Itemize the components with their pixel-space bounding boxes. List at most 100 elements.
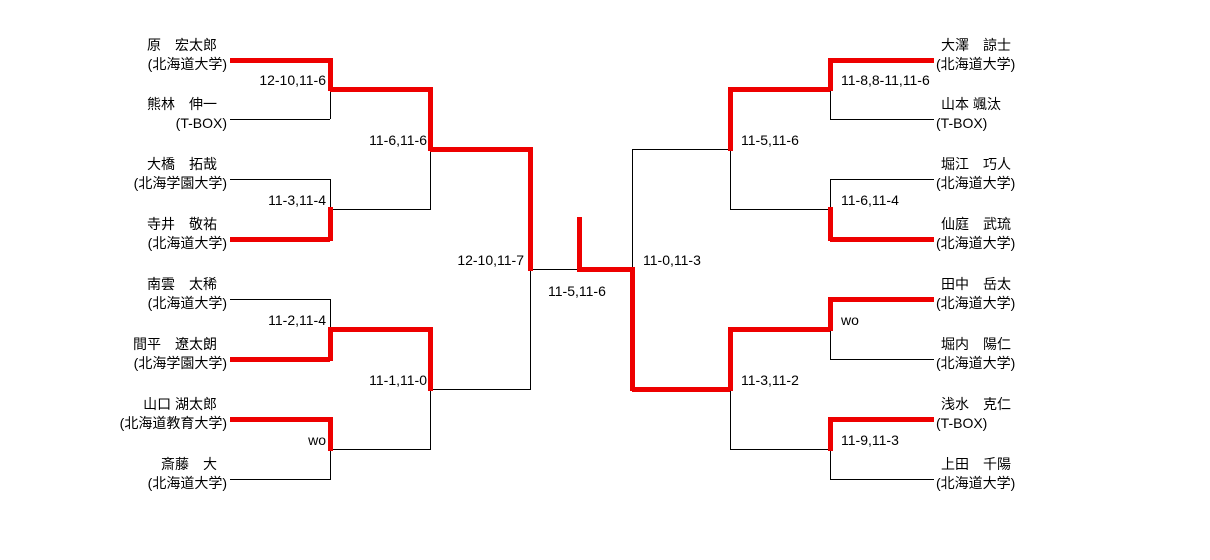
winner-path-line — [330, 327, 430, 332]
bracket-line — [730, 449, 830, 450]
winner-path-line — [328, 58, 333, 91]
player-affiliation: (T-BOX) — [936, 115, 988, 131]
player-entry: 山口 湖太郎 (北海道教育大学) — [40, 395, 227, 433]
bracket-line — [830, 119, 934, 120]
winner-path-line — [577, 217, 582, 271]
bracket-line — [530, 269, 579, 270]
player-entry: 上田 千陽(北海道大学) — [936, 455, 1156, 493]
match-score: 11-5,11-6 — [741, 132, 799, 148]
match-score: 11-1,11-0 — [369, 372, 427, 388]
winner-path-line — [328, 417, 333, 451]
winner-path-line — [428, 87, 433, 151]
player-affiliation: (北海道教育大学) — [119, 415, 227, 431]
bracket-line — [830, 179, 934, 180]
player-entry: 大澤 諒士 (北海道大学) — [936, 36, 1156, 74]
player-affiliation: (T-BOX) — [175, 115, 227, 131]
player-entry: 堀江 巧人 (北海道大学) — [936, 155, 1156, 193]
player-affiliation: (北海道大学) — [147, 56, 227, 72]
winner-path-line — [728, 327, 733, 391]
player-entry: 間平 遼太朗 (北海学園大学) — [40, 335, 227, 373]
match-score: 11-3,11-4 — [268, 192, 326, 208]
match-score: 12-10,11-7 — [457, 252, 524, 268]
winner-path-line — [230, 237, 330, 242]
player-entry: 堀内 陽仁 (北海道大学) — [936, 335, 1156, 373]
winner-path-line — [230, 417, 330, 422]
player-name: 熊林 伸一 — [147, 96, 217, 112]
player-entry: 原 宏太郎 (北海道大学) — [40, 36, 227, 74]
player-entry: 仙庭 武琉(北海道大学) — [936, 215, 1156, 253]
match-score: 12-10,11-6 — [259, 72, 326, 88]
player-name: 堀江 巧人 — [941, 156, 1011, 172]
player-entry: 寺井 敬祐 (北海道大学) — [40, 215, 227, 253]
match-score: 11-6,11-4 — [841, 192, 899, 208]
winner-path-line — [828, 297, 833, 331]
winner-path-line — [428, 327, 433, 391]
player-name: 南雲 太稀 — [147, 276, 217, 292]
match-score: 11-3,11-2 — [741, 372, 799, 388]
winner-path-line — [828, 207, 833, 241]
player-name: 山本 颯汰 — [941, 96, 1001, 112]
player-affiliation: (北海道大学) — [147, 475, 227, 491]
winner-path-line — [830, 58, 934, 63]
winner-path-line — [830, 237, 934, 242]
bracket-line — [830, 479, 934, 480]
winner-path-line — [328, 207, 333, 241]
player-name: 原 宏太郎 — [147, 37, 217, 53]
winner-path-line — [728, 87, 733, 151]
player-affiliation: (北海学園大学) — [133, 355, 227, 371]
match-score: 11-0,11-3 — [643, 252, 701, 268]
bracket-line — [230, 179, 330, 180]
match-score: 11-8,8-11,11-6 — [841, 72, 930, 88]
bracket-line — [430, 389, 530, 390]
player-affiliation: (北海道大学) — [936, 175, 1016, 191]
player-name: 浅水 克仁 — [941, 396, 1011, 412]
winner-path-line — [730, 327, 830, 332]
player-affiliation: (北海道大学) — [936, 355, 1016, 371]
bracket-line — [632, 149, 730, 150]
bracket-line — [230, 119, 330, 120]
player-name: 仙庭 武琉 — [941, 216, 1011, 232]
winner-path-line — [330, 87, 430, 92]
bracket-line — [330, 449, 430, 450]
player-name: 斎藤 大 — [161, 456, 217, 472]
player-name: 寺井 敬祐 — [147, 216, 217, 232]
winner-path-line — [828, 417, 833, 451]
player-name: 大橋 拓哉 — [147, 156, 217, 172]
player-name: 上田 千陽 — [941, 456, 1011, 472]
player-name: 田中 岳太 — [941, 276, 1011, 292]
player-entry: 熊林 伸一 (T-BOX) — [40, 95, 227, 133]
player-affiliation: (北海道大学) — [936, 56, 1016, 72]
player-name: 堀内 陽仁 — [941, 336, 1011, 352]
match-score: wo — [841, 312, 859, 328]
winner-path-line — [528, 147, 533, 271]
player-entry: 南雲 太稀 (北海道大学) — [40, 275, 227, 313]
winner-path-line — [630, 267, 635, 391]
bracket-line — [830, 359, 934, 360]
final-score: 11-5,11-6 — [548, 283, 606, 299]
bracket-line — [330, 209, 430, 210]
winner-path-line — [230, 58, 330, 63]
player-entry: 斎藤 大 (北海道大学) — [40, 455, 227, 493]
player-entry: 田中 岳太(北海道大学) — [936, 275, 1156, 313]
player-entry: 浅水 克仁 (T-BOX) — [936, 395, 1156, 433]
player-affiliation: (T-BOX) — [936, 415, 988, 431]
player-name: 間平 遼太朗 — [133, 336, 217, 352]
winner-path-line — [828, 58, 833, 91]
bracket-line — [730, 209, 830, 210]
match-score: 11-9,11-3 — [841, 432, 899, 448]
winner-path-line — [632, 387, 730, 392]
player-entry: 大橋 拓哉 (北海学園大学) — [40, 155, 227, 193]
match-score: 11-2,11-4 — [268, 312, 326, 328]
winner-path-line — [430, 147, 530, 152]
player-affiliation: (北海道大学) — [147, 295, 227, 311]
winner-path-line — [830, 417, 934, 422]
bracket-line — [230, 479, 330, 480]
player-name: 山口 湖太郎 — [143, 396, 217, 412]
player-affiliation: (北海道大学) — [147, 235, 227, 251]
player-affiliation: (北海学園大学) — [133, 175, 227, 191]
winner-path-line — [577, 267, 632, 272]
player-name: 大澤 諒士 — [941, 37, 1011, 53]
winner-path-line — [230, 357, 330, 362]
bracket-line — [230, 299, 330, 300]
match-score: 11-6,11-6 — [369, 132, 427, 148]
